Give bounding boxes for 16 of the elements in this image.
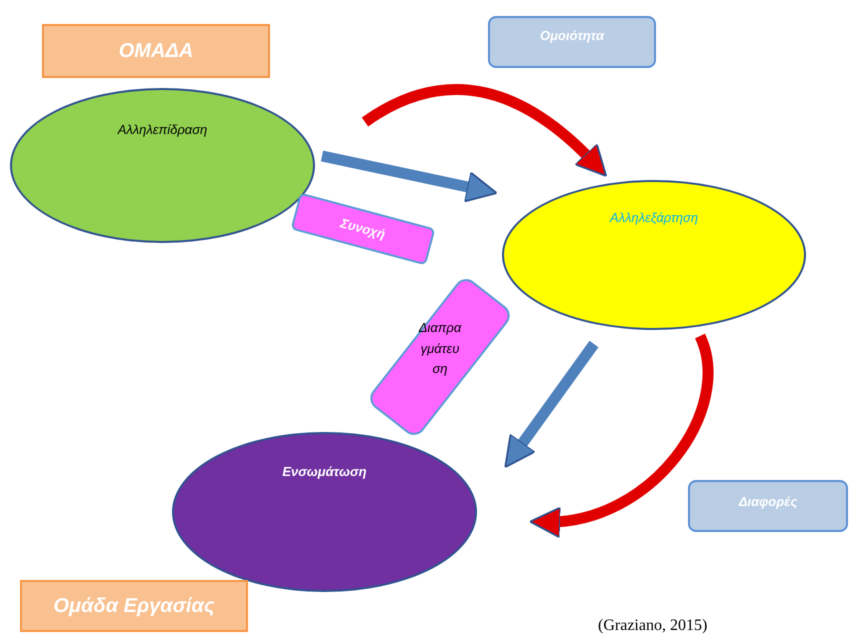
node-text: Αλληλεπίδραση <box>118 121 208 139</box>
label-box <box>488 16 656 68</box>
title-box <box>42 24 270 78</box>
node-text: Ενσωμάτωση <box>282 463 367 481</box>
node-text: ΟΜΑΔΑ <box>118 39 194 64</box>
citation: (Graziano, 2015) <box>598 616 708 636</box>
node-text: Αλληλεξάρτηση <box>610 209 698 227</box>
node-text: Ομάδα Εργασίας <box>53 594 215 619</box>
arrow <box>504 340 598 468</box>
arrow <box>362 84 608 177</box>
node-text: Διαφορές <box>738 493 798 511</box>
label-box <box>688 480 848 532</box>
arrow <box>529 334 714 537</box>
arrow <box>320 150 498 202</box>
node-text: Ομοιότητα <box>540 27 604 45</box>
title-box <box>20 580 248 632</box>
